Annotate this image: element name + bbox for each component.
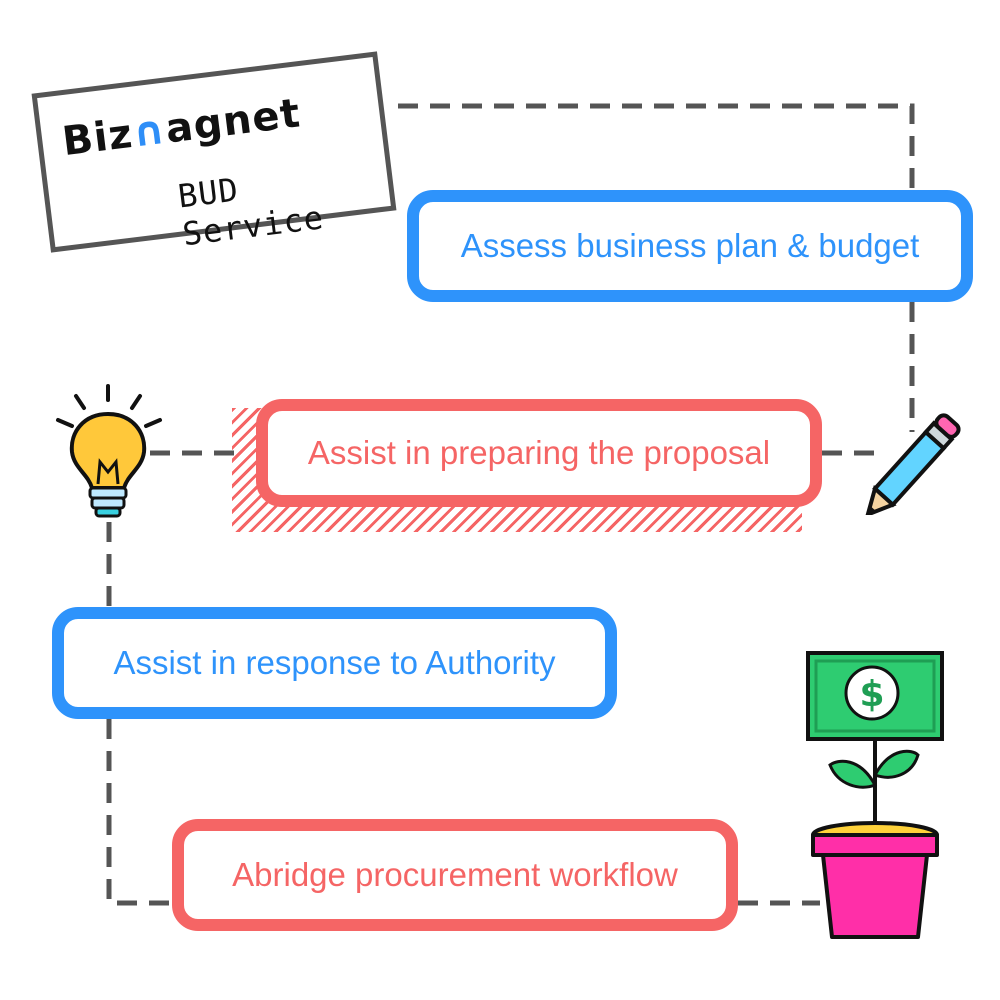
pencil-icon [864, 413, 961, 515]
step-procurement-workflow: Abridge procurement workflow [172, 819, 738, 931]
magnet-m-icon: ∩ [129, 106, 169, 157]
step-label: Assist in response to Authority [113, 644, 556, 681]
dollar-sign: $ [859, 674, 884, 715]
step-label: Assess business plan & budget [460, 227, 920, 264]
connector-step3-to-step4 [106, 719, 172, 906]
step-label: Assist in preparing the proposal [307, 434, 771, 471]
step-prepare-proposal: Assist in preparing the proposal [256, 399, 822, 507]
brand-name: Biz∩agnet [59, 90, 304, 166]
money-plant-icon: $ [806, 651, 944, 939]
connector-logo-to-step1 [398, 103, 915, 190]
lightbulb-icon [56, 384, 162, 518]
step-label: Abridge procurement workflow [232, 856, 678, 893]
step-response-authority: Assist in response to Authority [52, 607, 617, 719]
step-assess-plan: Assess business plan & budget [407, 190, 973, 302]
